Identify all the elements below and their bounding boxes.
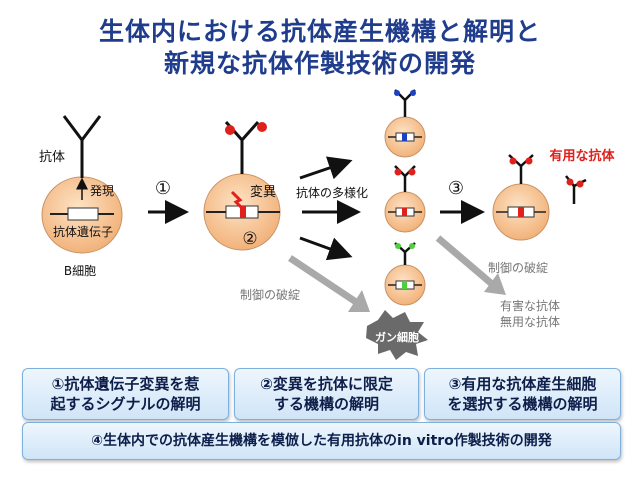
b-cell [41, 115, 123, 254]
expression-label: 発現 [90, 184, 114, 198]
useless-antibody-label: 無用な抗体 [500, 314, 560, 329]
step3-label: ③ [448, 178, 464, 199]
research-goal-3-line-2: を選択する機構の解明 [447, 395, 598, 413]
diversify-arrow-down [299, 236, 353, 261]
diversification-label: 抗体の多様化 [296, 185, 368, 200]
title-line-2: 新規な抗体作製技術の開発 [163, 49, 476, 78]
cancer-cell-label: ガン細胞 [375, 330, 419, 344]
step1-label: ① [155, 178, 171, 199]
research-goal-3: ③有用な抗体産生細胞 を選択する機構の解明 [424, 368, 621, 420]
cancer-cell-burst [366, 310, 428, 360]
diversify-arrow-up [299, 156, 353, 180]
research-goal-4: ④生体内での抗体産生機構を模倣した有用抗体のin vitro作製技術の開発 [22, 422, 621, 460]
research-goal-2: ②変異を抗体に限定 する機構の解明 [234, 368, 419, 420]
research-goal-1: ①抗体遺伝子変異を惹 起するシグナルの解明 [22, 368, 229, 420]
useful-antibody-label: 有用な抗体 [549, 148, 615, 164]
selected-cell [492, 154, 550, 241]
antibody-label: 抗体 [39, 150, 65, 165]
diversified-cell-green [384, 242, 426, 306]
research-goal-1-line-2: 起するシグナルの解明 [50, 395, 201, 413]
free-antibody [565, 175, 587, 204]
control-breakdown-label-2: 制御の破綻 [488, 260, 548, 275]
step2-label: ② [242, 229, 257, 249]
antibody-gene-label: 抗体遺伝子 [53, 224, 113, 239]
mutation-label: 変異 [250, 184, 276, 200]
harmful-arrow [484, 273, 506, 295]
research-goal-2-line-1: ②変異を抗体に限定 [260, 375, 393, 393]
b-cell-label: B細胞 [64, 264, 96, 278]
title-line-1: 生体内における抗体産生機構と解明と [98, 17, 541, 46]
research-goal-1-line-1: ①抗体遺伝子変異を惹 [51, 375, 200, 393]
mutating-cell [203, 121, 281, 251]
diversified-cell-red [384, 165, 426, 233]
harmful-antibody-label: 有害な抗体 [500, 298, 560, 313]
control-breakdown-label-1: 制御の破綻 [240, 287, 300, 302]
cancer-arrow [348, 290, 370, 312]
research-goal-3-line-1: ③有用な抗体産生細胞 [448, 375, 597, 393]
diversified-cell-blue [384, 89, 426, 158]
research-goal-2-line-2: する機構の解明 [273, 395, 379, 413]
